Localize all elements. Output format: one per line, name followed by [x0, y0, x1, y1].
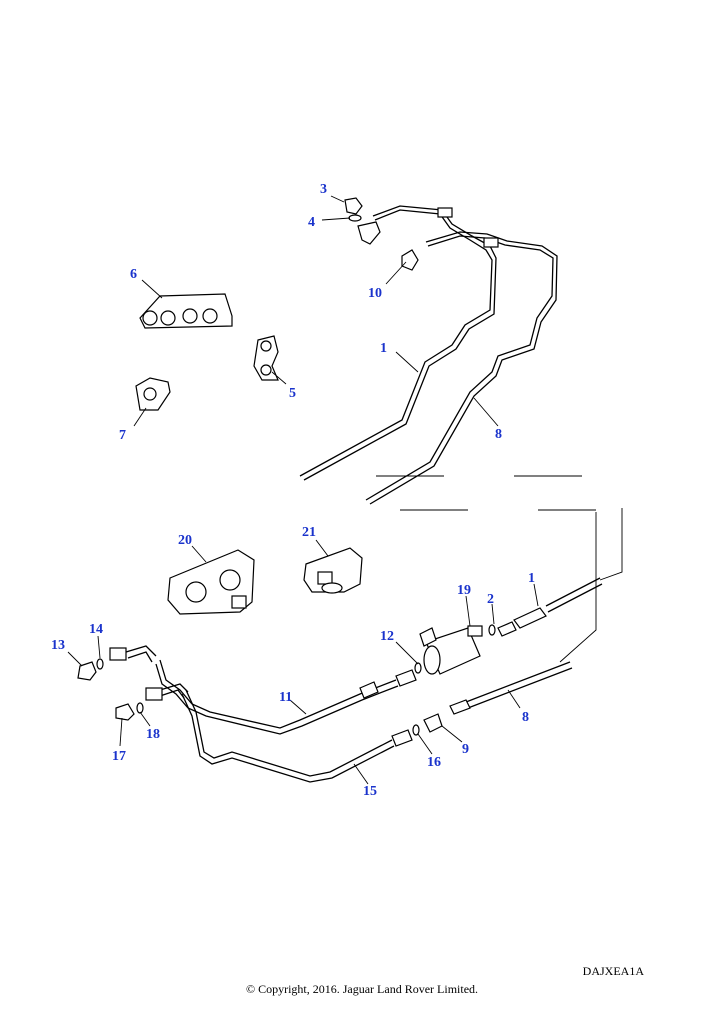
o-ring-18: [136, 702, 144, 714]
elbow-connector: [357, 221, 381, 245]
callout-6: 6: [130, 267, 137, 282]
o-ring-12: [414, 662, 422, 674]
callout-labels: 3 4 10 6 1 5 7 8 20 21 19 2 1 12 13 14 1…: [51, 182, 535, 799]
union-nut-3: [344, 197, 363, 215]
callout-15: 15: [363, 784, 377, 799]
union-nut-17: [115, 703, 135, 721]
callout-20: 20: [178, 533, 192, 548]
pipe-break-lines: [376, 475, 623, 663]
union-nut-13: [77, 661, 97, 681]
union-nut-9: [423, 713, 443, 733]
callout-5: 5: [289, 386, 296, 401]
o-ring-4: [348, 214, 362, 222]
callout-8-lower: 8: [522, 710, 529, 725]
o-ring-2: [488, 624, 496, 636]
pipe-clip-7: [135, 377, 171, 411]
leader-lines: [67, 195, 539, 785]
union-lower-right: [497, 607, 547, 637]
callout-18: 18: [146, 727, 160, 742]
pipe-clip-6: [139, 293, 233, 329]
callout-21: 21: [302, 525, 316, 540]
callout-13: 13: [51, 638, 65, 653]
callout-4: 4: [308, 215, 315, 230]
callout-9: 9: [462, 742, 469, 757]
left-pipe-end-lower: [145, 683, 189, 701]
callout-12: 12: [380, 629, 394, 644]
connector-12: [395, 669, 417, 687]
pipe-clip-5: [253, 335, 279, 381]
fuel-filter-19: [419, 625, 483, 675]
upper-fuel-pipe-1: [299, 205, 497, 481]
callout-7: 7: [119, 428, 126, 443]
fuel-pipe-11: [155, 659, 399, 735]
diagram-reference-code: DAJXEA1A: [582, 964, 644, 978]
callout-8-upper: 8: [495, 427, 502, 442]
callout-19: 19: [457, 583, 471, 598]
pipe-coupling-top-1: [437, 207, 453, 218]
callout-3: 3: [320, 182, 327, 197]
lower-pipe-to-right: [545, 577, 603, 613]
callout-1-upper: 1: [380, 341, 387, 356]
callout-17: 17: [112, 749, 126, 764]
callout-2: 2: [487, 592, 494, 607]
callout-16: 16: [427, 755, 441, 770]
callout-10: 10: [368, 286, 382, 301]
callout-14: 14: [89, 622, 103, 637]
bracket-21: [303, 547, 363, 594]
left-pipe-end-upper: [109, 645, 157, 663]
fuel-pipe-15: [181, 689, 413, 783]
bracket-20: [167, 549, 255, 615]
callout-11: 11: [279, 690, 292, 705]
callout-1-lower: 1: [528, 571, 535, 586]
upper-fuel-pipe-8: [365, 231, 558, 505]
lower-fuel-pipe-8: [449, 661, 573, 715]
pipe-coupling-top-8: [483, 237, 499, 248]
o-ring-14: [96, 658, 104, 670]
clip-10: [401, 249, 419, 271]
copyright-notice: © Copyright, 2016. Jaguar Land Rover Lim…: [245, 982, 479, 996]
o-ring-16: [412, 724, 420, 736]
